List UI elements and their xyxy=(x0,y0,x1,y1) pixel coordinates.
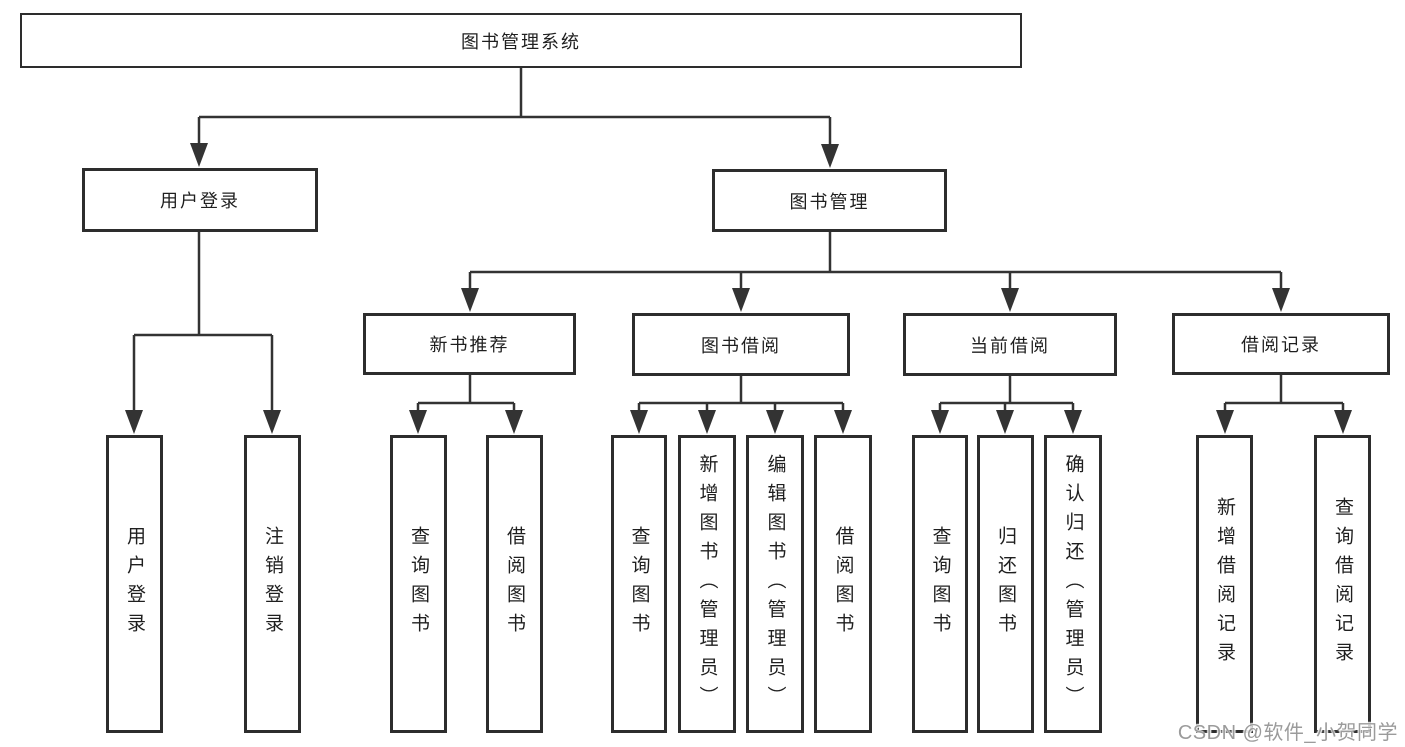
leaf-confirm-return-admin: 确认归还（管理员） xyxy=(1044,435,1102,733)
node-label: 编辑图书（管理员） xyxy=(764,453,786,715)
leaf-query-books-borrowing: 查询图书 xyxy=(611,435,667,733)
node-label: 查询图书 xyxy=(408,526,429,642)
node-label: 用户登录 xyxy=(124,526,145,642)
node-label: 查询图书 xyxy=(628,526,650,642)
node-label: 归还图书 xyxy=(995,526,1016,642)
node-root-library-system: 图书管理系统 xyxy=(20,13,1022,68)
connector-lines xyxy=(132,68,1345,412)
node-label: 借阅记录 xyxy=(1241,335,1321,355)
leaf-query-borrow-record: 查询借阅记录 xyxy=(1314,435,1371,733)
node-label: 查询借阅记录 xyxy=(1332,497,1353,671)
node-borrow-records: 借阅记录 xyxy=(1172,313,1390,375)
node-book-management-branch: 图书管理 xyxy=(712,169,947,232)
leaf-logout: 注销登录 xyxy=(244,435,301,733)
node-label: 注销登录 xyxy=(262,526,283,642)
node-label: 图书管理系统 xyxy=(461,31,581,52)
node-label: 查询图书 xyxy=(929,526,951,642)
arrow-down-icons xyxy=(125,143,1352,434)
leaf-add-books-admin: 新增图书（管理员） xyxy=(678,435,736,733)
node-label: 确认归还（管理员） xyxy=(1062,453,1084,715)
node-book-borrowing: 图书借阅 xyxy=(632,313,850,376)
node-label: 新增借阅记录 xyxy=(1214,497,1235,671)
csdn-watermark: CSDN @软件_小贺同学 xyxy=(1177,722,1398,744)
node-label: 借阅图书 xyxy=(832,526,854,642)
node-label: 借阅图书 xyxy=(504,526,525,642)
node-label: 新书推荐 xyxy=(429,335,510,355)
leaf-add-borrow-record: 新增借阅记录 xyxy=(1196,435,1253,733)
node-new-book-recommend: 新书推荐 xyxy=(363,313,576,375)
node-label: 新增图书（管理员） xyxy=(696,453,718,715)
leaf-user-login: 用户登录 xyxy=(106,435,163,733)
leaf-query-books-recommend: 查询图书 xyxy=(390,435,447,733)
leaf-edit-books-admin: 编辑图书（管理员） xyxy=(746,435,804,733)
leaf-query-books-current: 查询图书 xyxy=(912,435,968,733)
leaf-borrow-books: 借阅图书 xyxy=(814,435,872,733)
leaf-borrow-books-recommend: 借阅图书 xyxy=(486,435,543,733)
node-label: 图书管理 xyxy=(789,191,870,212)
leaf-return-books: 归还图书 xyxy=(977,435,1034,733)
node-current-borrowing: 当前借阅 xyxy=(903,313,1117,376)
node-label: 当前借阅 xyxy=(970,335,1050,356)
node-user-login-branch: 用户登录 xyxy=(82,168,318,232)
node-label: 图书借阅 xyxy=(701,335,781,356)
node-label: 用户登录 xyxy=(160,191,240,211)
